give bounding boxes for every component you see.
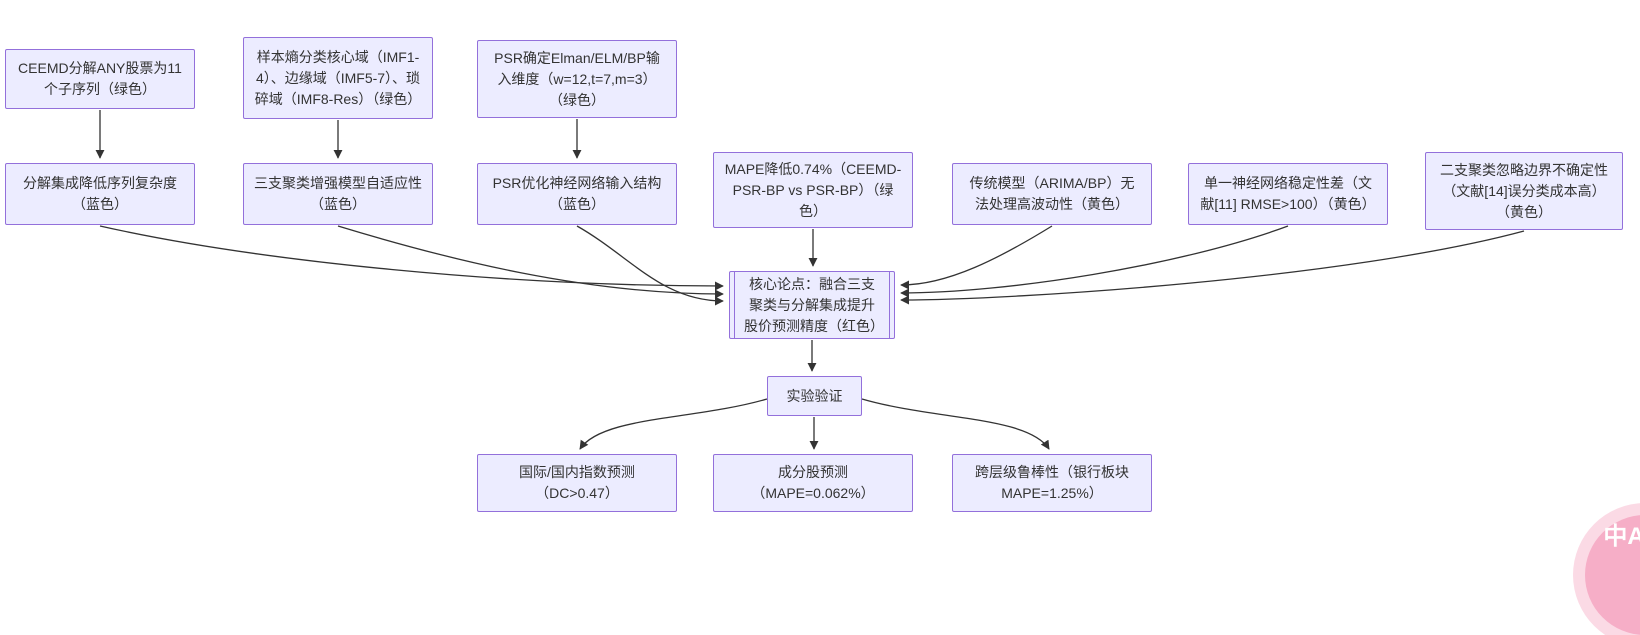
node-experimental-validation: 实验验证: [767, 376, 862, 416]
node-traditional-model-limitation: 传统模型（ARIMA/BP）无法处理高波动性（黄色）: [952, 163, 1152, 225]
node-psr-input-dimensions: PSR确定Elman/ELM/BP输入维度（w=12,t=7,m=3）（绿色）: [477, 40, 677, 118]
node-mape-reduction: MAPE降低0.74%（CEEMD-PSR-BP vs PSR-BP）（绿色）: [713, 152, 913, 228]
node-index-prediction-result: 国际/国内指数预测（DC>0.47）: [477, 454, 677, 512]
node-core-thesis: 核心论点：融合三支聚类与分解集成提升股价预测精度（红色）: [729, 271, 895, 339]
edge-g-core: [900, 230, 1525, 305]
node-three-way-clustering-adaptivity: 三支聚类增强模型自适应性（蓝色）: [243, 163, 433, 225]
node-single-network-instability: 单一神经网络稳定性差（文献[11] RMSE>100）（黄色）: [1188, 163, 1388, 225]
node-sample-entropy-domains: 样本熵分类核心域（IMF1-4）、边缘域（IMF5-7）、琐碎域（IMF8-Re…: [243, 37, 433, 119]
node-psr-optimizes-input-structure: PSR优化神经网络输入结构（蓝色）: [477, 163, 677, 225]
node-cross-level-robustness-result: 跨层级鲁棒性（银行板块 MAPE=1.25%）: [952, 454, 1152, 512]
edge-f-core: [900, 225, 1289, 298]
node-decomposition-reduces-complexity: 分解集成降低序列复杂度（蓝色）: [5, 163, 195, 225]
edge-c-core: [576, 225, 724, 306]
edge-exp-r1: [579, 398, 768, 450]
node-two-way-clustering-limitation: 二支聚类忽略边界不确定性（文献[14]误分类成本高）（黄色）: [1425, 152, 1623, 230]
edge-a-core: [99, 225, 724, 291]
edge-b-core: [337, 225, 724, 299]
edge-e-core: [900, 225, 1053, 290]
translate-badge-icon[interactable]: 中A: [1603, 523, 1640, 550]
edge-exp-r3: [861, 398, 1050, 450]
node-ceemd-decomposition: CEEMD分解ANY股票为11个子序列（绿色）: [5, 49, 195, 109]
flowchart-canvas: CEEMD分解ANY股票为11个子序列（绿色） 样本熵分类核心域（IMF1-4）…: [5, 37, 1640, 635]
node-constituent-stock-result: 成分股预测（MAPE=0.062%）: [713, 454, 913, 512]
